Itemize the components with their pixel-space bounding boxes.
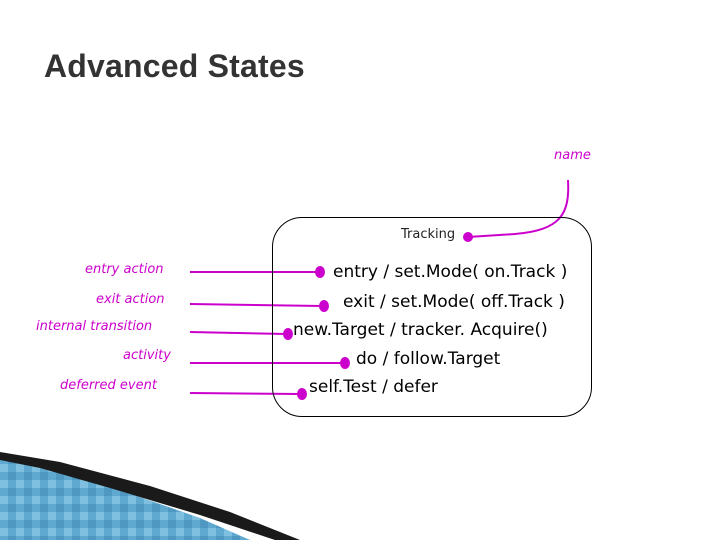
callout-internal-transition: internal transition [36,319,153,334]
connector-exit [189,303,323,307]
slide-decor-blue [0,455,250,540]
callout-activity: activity [123,348,171,363]
slide-decor-dark [0,452,300,540]
page-title: Advanced States [44,48,305,84]
state-box [272,217,592,417]
state-line-entry: entry / set.Mode( on.Track ) [333,262,568,282]
name-connector-dot [463,232,473,242]
state-line-activity: do / follow.Target [356,349,501,369]
connector-internal [189,331,288,335]
connector-internal-dot [283,328,293,340]
state-line-exit: exit / set.Mode( off.Track ) [343,292,565,312]
callout-entry-action: entry action [85,262,164,277]
callout-exit-action: exit action [96,292,165,307]
state-name: Tracking [401,227,456,242]
state-line-deferred: self.Test / defer [309,377,438,397]
state-line-internal: new.Target / tracker. Acquire() [293,320,548,340]
connector-exit-dot [319,300,329,312]
callout-deferred-event: deferred event [60,378,157,393]
connector-entry-dot [315,266,325,278]
name-callout-label: name [554,148,591,163]
name-connector [467,179,570,238]
connector-activity-dot [340,357,350,369]
